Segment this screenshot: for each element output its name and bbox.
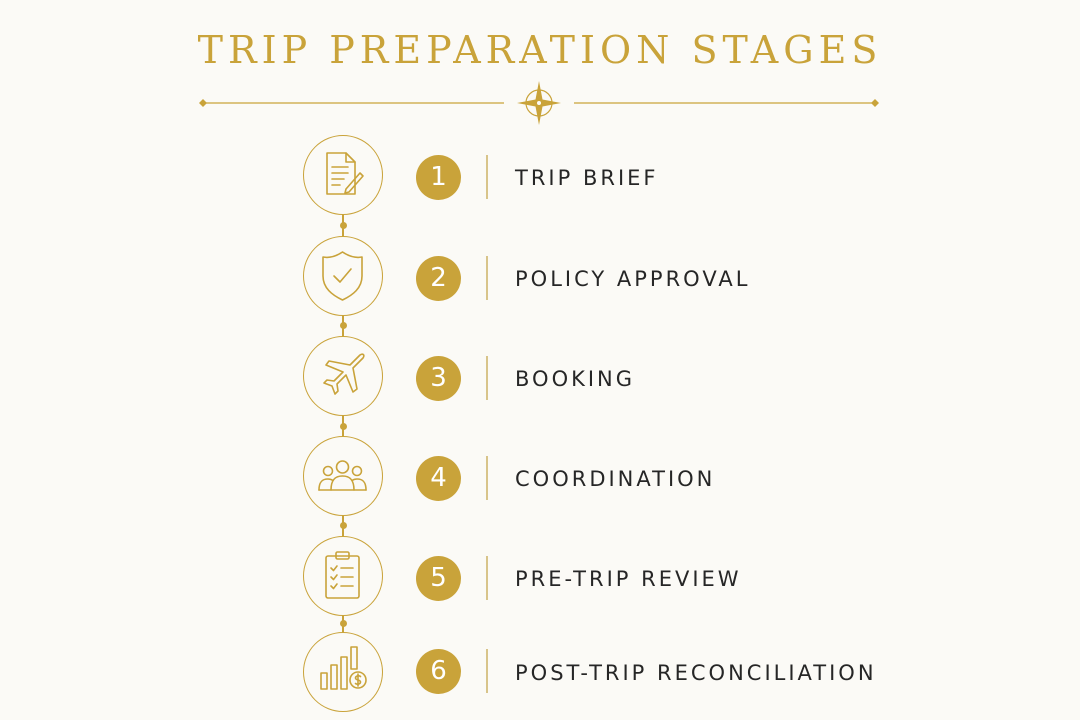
step-6-number-badge: 6 <box>416 649 461 694</box>
step-3-icon-circle <box>303 336 383 416</box>
bar-chart-dollar-icon <box>320 646 367 690</box>
compass-star-icon <box>517 81 561 125</box>
step-1-label: TRIP BRIEF <box>515 166 659 190</box>
timeline-dot <box>339 620 347 627</box>
step-4-number-badge: 4 <box>416 456 461 501</box>
step-6-label: POST-TRIP RECONCILIATION <box>515 661 877 685</box>
step-2-number-badge: 2 <box>416 256 461 301</box>
step-separator <box>486 556 488 600</box>
step-separator <box>486 155 488 199</box>
step-3-number-badge: 3 <box>416 356 461 401</box>
step-4-icon-circle <box>303 436 383 516</box>
step-1-icon-circle <box>303 135 383 215</box>
step-4-label: COORDINATION <box>515 467 716 491</box>
group-people-icon <box>318 460 367 491</box>
step-2-icon-circle <box>303 236 383 316</box>
step-separator <box>486 256 488 300</box>
step-5-icon-circle <box>303 536 383 616</box>
step-3-label: BOOKING <box>515 367 636 391</box>
step-5-number-badge: 5 <box>416 556 461 601</box>
document-pen-icon <box>326 152 364 195</box>
step-6-icon-circle <box>303 632 383 712</box>
step-separator <box>486 456 488 500</box>
step-separator <box>486 356 488 400</box>
step-1-number-badge: 1 <box>416 155 461 200</box>
page-title: TRIP PREPARATION STAGES <box>197 28 883 72</box>
timeline-dot <box>339 322 347 329</box>
shield-check-icon <box>322 251 363 301</box>
step-separator <box>486 649 488 693</box>
title-divider <box>199 81 879 125</box>
step-2-label: POLICY APPROVAL <box>515 267 751 291</box>
timeline-dot <box>339 222 347 229</box>
airplane-icon <box>323 353 365 395</box>
clipboard-checklist-icon <box>325 551 360 599</box>
step-5-label: PRE-TRIP REVIEW <box>515 567 742 591</box>
timeline-dot <box>339 522 347 529</box>
timeline-dot <box>339 423 347 430</box>
